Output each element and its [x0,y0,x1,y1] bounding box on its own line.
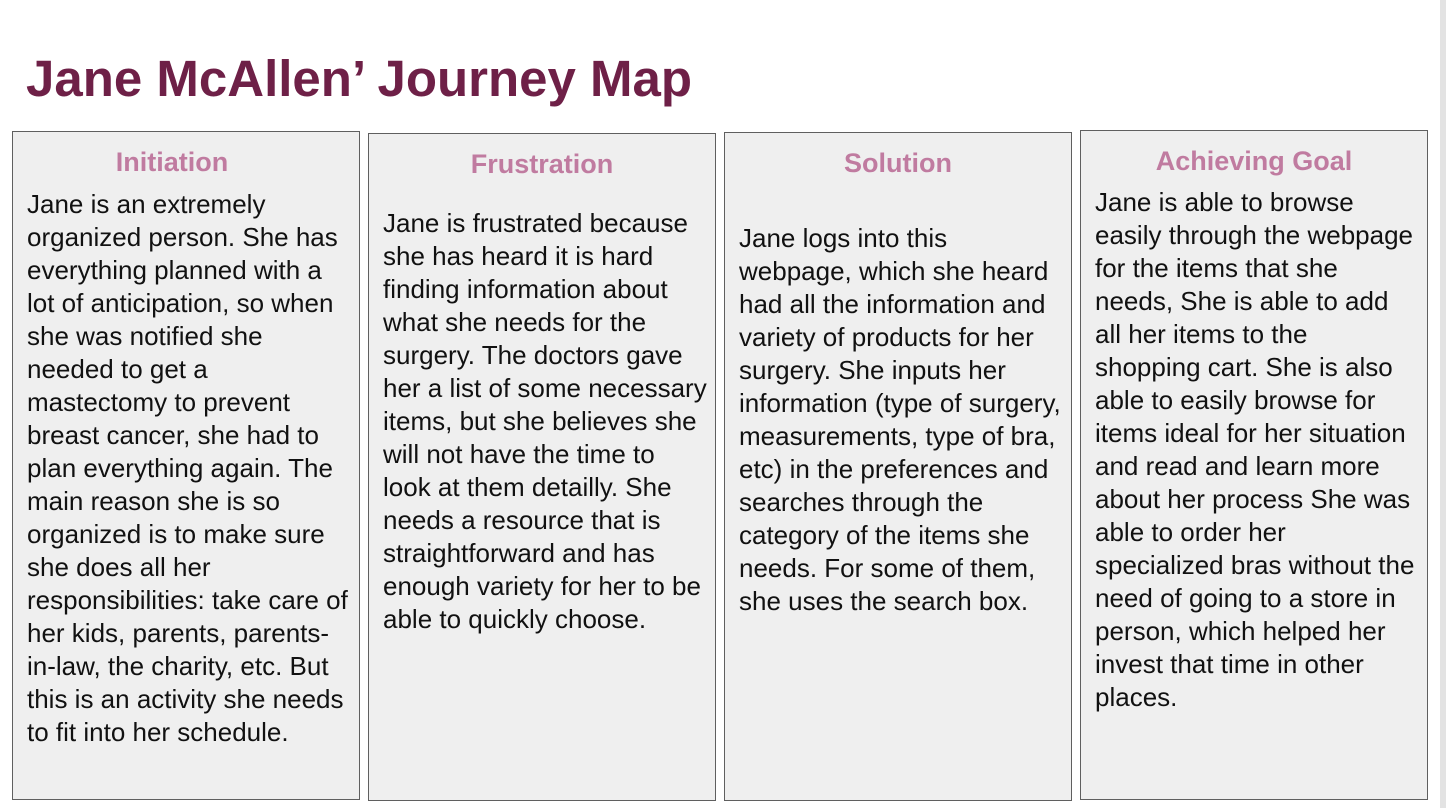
stage-heading: Frustration [470,149,614,179]
stage-card-solution: Solution Jane logs into this webpage, wh… [724,132,1072,801]
stage-heading: Initiation [115,147,229,177]
stage-card-achieving-goal: Achieving Goal Jane is able to browse ea… [1080,130,1428,800]
stage-description: Jane is an extremely organized person. S… [27,189,348,747]
page-title: Jane McAllen’ Journey Map [26,50,693,107]
stage-card-frustration: Frustration Jane is frustrated because s… [368,133,716,801]
stage-description: Jane is able to browse easily through th… [1095,187,1415,712]
slide-edge [1440,0,1446,808]
stage-description: Jane is frustrated because she has heard… [383,208,707,634]
stage-description: Jane logs into this webpage, which she h… [739,223,1061,616]
stage-card-initiation: Initiation Jane is an extremely organize… [12,131,360,800]
stage-heading: Solution [844,148,952,178]
stage-heading: Achieving Goal [1155,146,1353,176]
